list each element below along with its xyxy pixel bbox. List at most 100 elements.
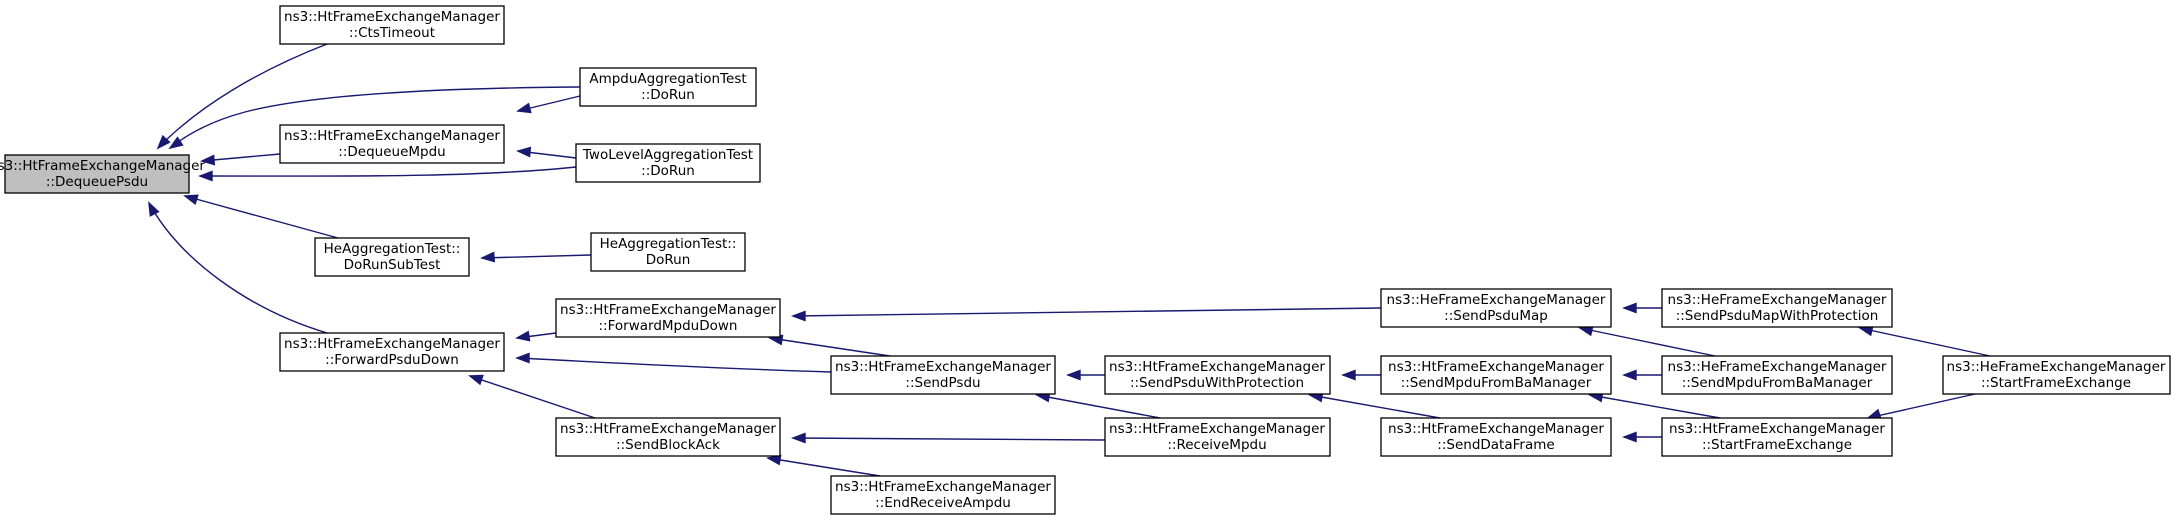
svg-text:ns3::HtFrameExchangeManager: ns3::HtFrameExchangeManager xyxy=(0,158,205,174)
edge-sendpsdu-to-forwardpsdudown-arrowhead xyxy=(515,352,530,364)
node-send-psdu-with-protection[interactable]: ns3::HtFrameExchangeManager ::SendPsduWi… xyxy=(1104,355,1331,395)
svg-text:ns3::HeFrameExchangeManager: ns3::HeFrameExchangeManager xyxy=(1387,292,1606,308)
node-forward-psdu-down[interactable]: ns3::HtFrameExchangeManager ::ForwardPsd… xyxy=(279,332,505,372)
edge-sendblockack-to-forwardpsdudown-arrowhead xyxy=(468,374,484,386)
node-dequeue-psdu[interactable]: ns3::HtFrameExchangeManager ::DequeuePsd… xyxy=(0,154,205,194)
edge-hestartfe-to-htstartfe-arrowhead xyxy=(1866,408,1882,420)
edge-forwardmpdudown-to-forwardpsdudown-arrowhead xyxy=(515,330,531,342)
edge-forwardmpdudown-to-forwardpsdudown xyxy=(515,330,557,342)
node-send-block-ack[interactable]: ns3::HtFrameExchangeManager ::SendBlockA… xyxy=(555,417,781,457)
node-cts-timeout[interactable]: ns3::HtFrameExchangeManager ::CtsTimeout xyxy=(279,5,505,45)
svg-text:::SendDataFrame: ::SendDataFrame xyxy=(1437,437,1554,453)
edge-ctstimeout-to-dequeuepsdu-arrowhead xyxy=(156,134,171,150)
edge-ampdu-to-dequeuepsdu xyxy=(168,86,581,150)
node-receive-mpdu[interactable]: ns3::HtFrameExchangeManager ::ReceiveMpd… xyxy=(1104,417,1331,457)
svg-text:TwoLevelAggregationTest: TwoLevelAggregationTest xyxy=(582,147,753,163)
edge-sendpsdu-to-forwardpsdudown xyxy=(515,352,832,373)
edge-forwardpsdudown-to-dequeuepsdu-arrowhead xyxy=(148,201,160,217)
edge-ctstimeout-to-dequeuepsdu xyxy=(156,43,328,150)
node-he-aggregation-do-run-subtest[interactable]: HeAggregationTest:: DoRunSubTest xyxy=(314,237,470,277)
edge-htstartfe-to-htsendmpduba xyxy=(1588,391,1721,419)
svg-text:::SendPsduMap: ::SendPsduMap xyxy=(1444,308,1548,324)
svg-text:ns3::HtFrameExchangeManager: ns3::HtFrameExchangeManager xyxy=(1388,421,1604,437)
edge-htsendmpduba-to-sendpsduprot-arrowhead xyxy=(1341,369,1356,381)
svg-text:ns3::HtFrameExchangeManager: ns3::HtFrameExchangeManager xyxy=(284,128,500,144)
svg-text:ns3::HtFrameExchangeManager: ns3::HtFrameExchangeManager xyxy=(284,9,500,25)
svg-text:::SendMpduFromBaManager: ::SendMpduFromBaManager xyxy=(1682,375,1873,391)
node-send-psdu[interactable]: ns3::HtFrameExchangeManager ::SendPsdu xyxy=(830,355,1056,395)
edge-htsendmpduba-to-sendpsduprot xyxy=(1341,369,1381,381)
svg-text:ns3::HeFrameExchangeManager: ns3::HeFrameExchangeManager xyxy=(1668,292,1887,308)
svg-text:::ForwardPsduDown: ::ForwardPsduDown xyxy=(325,352,459,368)
svg-text:ns3::HtFrameExchangeManager: ns3::HtFrameExchangeManager xyxy=(1669,421,1885,437)
edge-hestartfe-to-htstartfe xyxy=(1866,393,1976,420)
node-he-aggregation-do-run[interactable]: HeAggregationTest:: DoRun xyxy=(590,232,746,272)
edge-sendpsduprot-to-sendpsdu xyxy=(1066,369,1105,381)
edge-receivempdu-to-sendblockack xyxy=(791,432,1106,444)
svg-text:::SendPsduWithProtection: ::SendPsduWithProtection xyxy=(1130,375,1304,391)
edge-hesendpsdumap-to-forwardmpdudown xyxy=(791,307,1382,322)
svg-text:AmpduAggregationTest: AmpduAggregationTest xyxy=(589,71,746,87)
edge-htsenddata-to-sendpsduprot xyxy=(1308,391,1441,419)
node-ht-send-mpdu-from-ba-manager[interactable]: ns3::HtFrameExchangeManager ::SendMpduFr… xyxy=(1380,355,1612,395)
svg-text:ns3::HtFrameExchangeManager: ns3::HtFrameExchangeManager xyxy=(560,302,776,318)
edge-hedorun-to-hesubtest-arrowhead xyxy=(480,251,496,263)
svg-text:::DoRun: ::DoRun xyxy=(641,163,695,179)
svg-text:HeAggregationTest::: HeAggregationTest:: xyxy=(324,241,461,257)
edge-hesubtest-to-dequeuepsdu-arrowhead xyxy=(183,194,199,206)
svg-text:ns3::HeFrameExchangeManager: ns3::HeFrameExchangeManager xyxy=(1947,359,2166,375)
svg-text:ns3::HeFrameExchangeManager: ns3::HeFrameExchangeManager xyxy=(1668,359,1887,375)
edge-hesendmpduba-to-hesendpsdumap xyxy=(1578,325,1716,357)
svg-text:::StartFrameExchange: ::StartFrameExchange xyxy=(1981,375,2131,391)
node-he-send-psdu-map[interactable]: ns3::HeFrameExchangeManager ::SendPsduMa… xyxy=(1380,288,1612,328)
svg-text:::DequeueMpdu: ::DequeueMpdu xyxy=(338,144,445,160)
edge-endreceiveampdu-to-sendblockack-arrowhead xyxy=(766,454,782,466)
svg-text:ns3::HtFrameExchangeManager: ns3::HtFrameExchangeManager xyxy=(284,336,500,352)
svg-text:HeAggregationTest::: HeAggregationTest:: xyxy=(600,236,737,252)
edge-hestartfe-to-hesendmapprot xyxy=(1858,325,1991,357)
edge-sendpsdu-to-forwardmpdudown xyxy=(768,334,891,357)
edge-twolevel-to-dequeuepsdu xyxy=(198,166,577,182)
edge-twolevel-to-dequeuempdu xyxy=(516,146,577,159)
edge-twolevel-to-dequeuempdu-arrowhead xyxy=(516,146,532,158)
svg-text:ns3::HtFrameExchangeManager: ns3::HtFrameExchangeManager xyxy=(1109,421,1325,437)
svg-text:::ReceiveMpdu: ::ReceiveMpdu xyxy=(1167,437,1266,453)
svg-text:::EndReceiveAmpdu: ::EndReceiveAmpdu xyxy=(875,495,1011,511)
svg-text:DoRun: DoRun xyxy=(646,252,691,268)
edge-htstartfe-to-htsenddata-arrowhead xyxy=(1622,431,1637,443)
svg-text:::ForwardMpduDown: ::ForwardMpduDown xyxy=(599,318,738,334)
edge-hesendpsdumap-to-forwardmpdudown-arrowhead xyxy=(791,310,806,322)
edge-hesendmapprot-to-hesendpsdumap xyxy=(1622,302,1662,314)
svg-text:::SendPsdu: ::SendPsdu xyxy=(905,375,980,391)
node-two-level-aggregation-test[interactable]: TwoLevelAggregationTest ::DoRun xyxy=(575,143,761,183)
edge-hesendmpduba-to-htsendmpduba xyxy=(1622,369,1662,381)
node-ht-send-data-frame[interactable]: ns3::HtFrameExchangeManager ::SendDataFr… xyxy=(1380,417,1612,457)
edge-hesendmapprot-to-hesendpsdumap-arrowhead xyxy=(1622,302,1637,314)
svg-text:DoRunSubTest: DoRunSubTest xyxy=(344,257,441,273)
edge-forwardpsdudown-to-dequeuepsdu xyxy=(148,201,328,334)
svg-text:::DoRun: ::DoRun xyxy=(641,87,695,103)
edge-ampdu-to-dequeuepsdu-arrowhead xyxy=(168,136,184,150)
node-forward-mpdu-down[interactable]: ns3::HtFrameExchangeManager ::ForwardMpd… xyxy=(555,298,781,338)
svg-text:ns3::HtFrameExchangeManager: ns3::HtFrameExchangeManager xyxy=(1388,359,1604,375)
node-he-start-frame-exchange[interactable]: ns3::HeFrameExchangeManager ::StartFrame… xyxy=(1942,355,2171,395)
edge-sendpsduprot-to-sendpsdu-arrowhead xyxy=(1066,369,1081,381)
edge-htstartfe-to-htsenddata xyxy=(1622,431,1662,443)
svg-text:ns3::HtFrameExchangeManager: ns3::HtFrameExchangeManager xyxy=(835,479,1051,495)
svg-text:::SendMpduFromBaManager: ::SendMpduFromBaManager xyxy=(1401,375,1592,391)
edge-hesubtest-to-dequeuepsdu xyxy=(183,194,339,239)
node-ampdu-aggregation-test[interactable]: AmpduAggregationTest ::DoRun xyxy=(579,67,757,107)
svg-text:::SendPsduMapWithProtection: ::SendPsduMapWithProtection xyxy=(1676,308,1879,324)
edge-receivempdu-to-sendblockack-arrowhead xyxy=(791,432,806,444)
node-he-send-mpdu-from-ba-manager[interactable]: ns3::HeFrameExchangeManager ::SendMpduFr… xyxy=(1661,355,1893,395)
node-he-send-psdu-map-with-protection[interactable]: ns3::HeFrameExchangeManager ::SendPsduMa… xyxy=(1661,288,1893,328)
edge-ampdu-to-dequeuempdu xyxy=(516,95,581,114)
node-ht-start-frame-exchange[interactable]: ns3::HtFrameExchangeManager ::StartFrame… xyxy=(1661,417,1893,457)
node-end-receive-ampdu[interactable]: ns3::HtFrameExchangeManager ::EndReceive… xyxy=(830,475,1056,515)
svg-text:::CtsTimeout: ::CtsTimeout xyxy=(349,25,435,41)
node-dequeue-mpdu[interactable]: ns3::HtFrameExchangeManager ::DequeueMpd… xyxy=(279,124,505,164)
edge-twolevel-to-dequeuepsdu-arrowhead xyxy=(198,170,213,182)
edge-hedorun-to-hesubtest xyxy=(480,251,592,263)
edge-receivempdu-to-sendpsdu xyxy=(1035,391,1161,419)
edge-ampdu-to-dequeuempdu-arrowhead xyxy=(516,102,532,114)
